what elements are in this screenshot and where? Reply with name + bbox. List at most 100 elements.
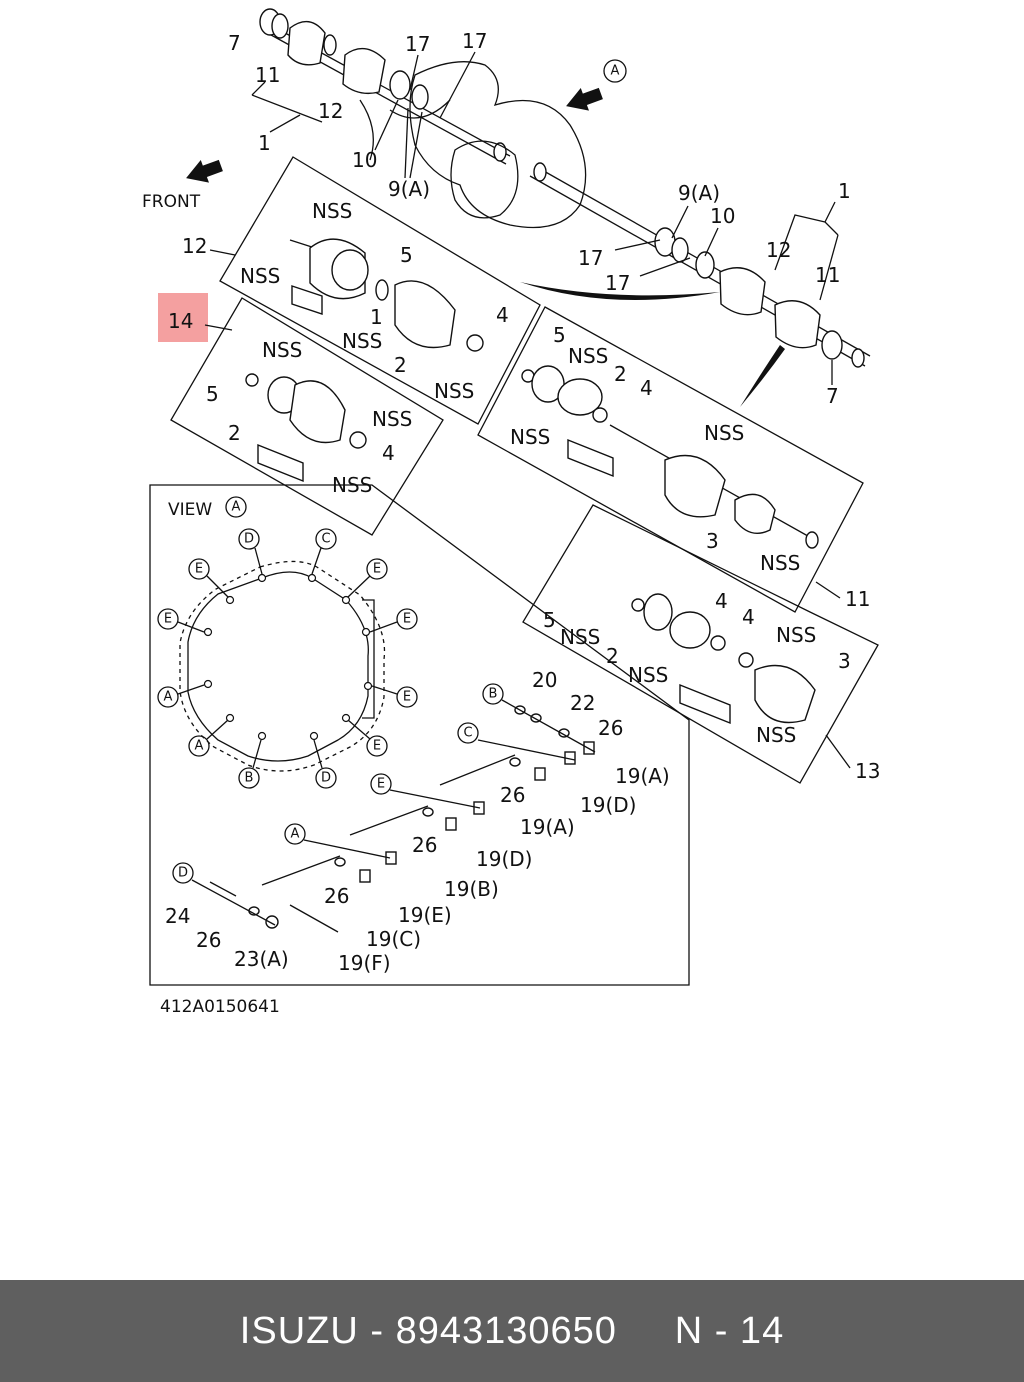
- callout-12-top: 12: [318, 99, 343, 123]
- fastener-group-a: A 26 19(E) 19(C) 19(F): [261, 823, 452, 975]
- bolt-holes: [203, 573, 373, 741]
- callout-2-box14: 2: [228, 421, 241, 445]
- footer-sep-1: -: [358, 1309, 396, 1352]
- callout-1-right: 1: [838, 179, 851, 203]
- nss-12-d: NSS: [434, 379, 474, 403]
- circle-a-group: A: [291, 827, 300, 842]
- callout-19f-a: 19(F): [338, 951, 391, 975]
- callout-26-b: 26: [598, 716, 623, 740]
- swoop-arrow-left: [520, 282, 720, 300]
- circle-d-2: D: [321, 771, 331, 786]
- kit-box-14[interactable]: [170, 297, 444, 536]
- callout-19a-c: 19(A): [520, 815, 575, 839]
- swoop-arrow-right: [740, 345, 785, 407]
- nss-12-a: NSS: [312, 199, 352, 223]
- front-label: FRONT: [142, 192, 201, 212]
- front-arrow-icon: [186, 159, 223, 183]
- nss-12-c: NSS: [342, 329, 382, 353]
- callout-4a-box13: 4: [715, 589, 728, 613]
- callout-3-box13: 3: [838, 649, 851, 673]
- nss-11-c: NSS: [704, 421, 744, 445]
- kit-box-13[interactable]: [522, 504, 879, 784]
- fastener-group-d: D 24 26 23(A): [165, 862, 289, 971]
- callout-1-box12: 1: [370, 305, 383, 329]
- flange-ring: [187, 571, 369, 762]
- callout-13-box: 13: [855, 759, 880, 783]
- callout-19d-c: 19(D): [580, 793, 636, 817]
- callout-4-box11: 4: [640, 376, 653, 400]
- callout-5-box12: 5: [400, 243, 413, 267]
- kit-box-12[interactable]: [219, 156, 541, 425]
- callout-19c-a: 19(C): [366, 927, 421, 951]
- callout-23a: 23(A): [234, 947, 289, 971]
- callout-19e-a: 19(E): [398, 903, 452, 927]
- callout-26-e: 26: [412, 833, 437, 857]
- callout-24: 24: [165, 904, 190, 928]
- callout-9a-right: 9(A): [678, 181, 720, 205]
- callout-2-box12: 2: [394, 353, 407, 377]
- callout-11-top: 11: [255, 63, 280, 87]
- callout-11-box: 11: [845, 587, 870, 611]
- callout-10-top: 10: [352, 148, 377, 172]
- upper-left-shaft: [259, 8, 511, 165]
- circle-a-view: A: [232, 500, 241, 515]
- callout-17-c: 17: [578, 246, 603, 270]
- callout-11-right: 11: [815, 263, 840, 287]
- callout-17-a: 17: [405, 32, 430, 56]
- callout-1-top: 1: [258, 131, 271, 155]
- callout-12-box: 12: [182, 234, 207, 258]
- callout-12-right: 12: [766, 238, 791, 262]
- circle-e-5: E: [403, 690, 411, 705]
- fastener-group-e: E 26 19(D) 19(B): [349, 773, 532, 901]
- kit-box-11[interactable]: [477, 306, 864, 613]
- circle-e-2: E: [373, 562, 381, 577]
- circle-e-group: E: [377, 777, 385, 792]
- nss-12-b: NSS: [240, 264, 280, 288]
- circle-d-1: D: [244, 532, 254, 547]
- nss-13-b: NSS: [776, 623, 816, 647]
- footer-position: N - 14: [674, 1309, 785, 1352]
- footer-brand: ISUZU: [239, 1309, 359, 1352]
- callout-10-right: 10: [710, 204, 735, 228]
- callout-19a-b: 19(A): [615, 764, 670, 788]
- nss-11-b: NSS: [510, 425, 550, 449]
- circle-e-6: E: [373, 739, 381, 754]
- callout-5-box11: 5: [553, 323, 566, 347]
- footer-part-number: 8943130650: [395, 1309, 617, 1352]
- view-a-arrow-icon: [566, 87, 603, 111]
- callout-3-box11: 3: [706, 529, 719, 553]
- callout-7-right: 7: [826, 384, 839, 408]
- nss-13-c: NSS: [628, 663, 668, 687]
- circle-b-1: B: [245, 771, 254, 786]
- doc-number: 412A0150641: [160, 997, 280, 1017]
- circle-a-2: A: [195, 739, 204, 754]
- nss-14-a: NSS: [262, 338, 302, 362]
- circle-b-group: B: [489, 687, 498, 702]
- callout-14: 14: [168, 309, 193, 333]
- callout-26-a: 26: [324, 884, 349, 908]
- circle-c-1: C: [321, 532, 330, 547]
- highlight-box-14[interactable]: [158, 293, 208, 342]
- circle-d-group: D: [178, 866, 188, 881]
- callout-5-box14: 5: [206, 382, 219, 406]
- circle-e-3: E: [164, 612, 172, 627]
- circle-e-1: E: [195, 562, 203, 577]
- circle-a-1: A: [164, 690, 173, 705]
- circle-e-4: E: [403, 612, 411, 627]
- callout-26-d: 26: [196, 928, 221, 952]
- fastener-group-c: C 26 19(D) 19(A): [439, 722, 636, 839]
- nss-14-b: NSS: [372, 407, 412, 431]
- callout-17-b: 17: [462, 29, 487, 53]
- callout-9a-top: 9(A): [388, 177, 430, 201]
- callout-4b-box13: 4: [742, 605, 755, 629]
- callout-4-box12: 4: [496, 303, 509, 327]
- footer-gap: [617, 1310, 675, 1353]
- nss-13-d: NSS: [756, 723, 796, 747]
- callout-26-c: 26: [500, 783, 525, 807]
- view-a-panel: [149, 484, 690, 986]
- callout-19d-e: 19(D): [476, 847, 532, 871]
- nss-11-d: NSS: [760, 551, 800, 575]
- callout-4-box14: 4: [382, 441, 395, 465]
- nss-11-a: NSS: [568, 344, 608, 368]
- footer-bar: ISUZU - 8943130650 N - 14: [0, 1280, 1024, 1382]
